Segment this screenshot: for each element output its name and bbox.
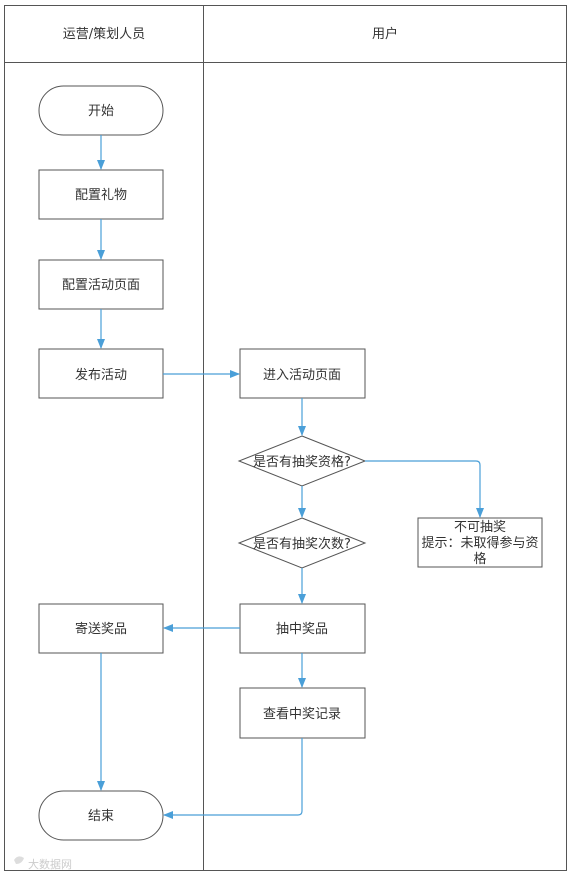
check-count-label: 是否有抽奖次数?	[253, 536, 351, 552]
view-record-node: 查看中奖记录	[239, 687, 366, 739]
watermark-text: 大数据网	[28, 857, 72, 871]
enter-page-label: 进入活动页面	[263, 368, 341, 383]
publish-node: 发布活动	[38, 348, 164, 399]
lane-header-ops: 运营/策划人员	[63, 26, 145, 42]
win-prize-node: 抽中奖品	[239, 603, 366, 654]
not-eligible-label-3: 格	[473, 551, 486, 567]
config-page-label: 配置活动页面	[62, 278, 140, 293]
not-eligible-label-1: 不可抽奖	[454, 520, 506, 535]
start-node: 开始	[38, 85, 164, 136]
connectors	[97, 135, 484, 819]
win-prize-label: 抽中奖品	[276, 622, 328, 637]
watermark-logo-icon	[14, 856, 24, 864]
swimlane-frame	[4, 5, 567, 871]
end-node: 结束	[38, 790, 164, 841]
config-page-node: 配置活动页面	[38, 259, 164, 310]
check-eligible-label: 是否有抽奖资格?	[253, 454, 351, 470]
lane-header-user: 用户	[372, 26, 398, 42]
end-label: 结束	[88, 809, 114, 824]
arrow-eligible-to-not-eligible	[365, 460, 484, 518]
not-eligible-label-2: 提示：未取得参与资	[421, 535, 538, 551]
check-count-decision: 是否有抽奖次数?	[237, 517, 367, 569]
not-eligible-node: 不可抽奖 提示：未取得参与资 格	[417, 517, 543, 568]
view-record-label: 查看中奖记录	[263, 706, 341, 722]
check-eligible-decision: 是否有抽奖资格?	[237, 435, 367, 487]
enter-page-node: 进入活动页面	[239, 348, 366, 399]
ship-prize-label: 寄送奖品	[75, 621, 127, 637]
publish-label: 发布活动	[75, 367, 127, 383]
ship-prize-node: 寄送奖品	[38, 603, 164, 654]
watermark: 大数据网	[14, 856, 72, 871]
arrow-record-to-end	[163, 738, 303, 819]
start-label: 开始	[88, 104, 114, 119]
config-gift-label: 配置礼物	[75, 187, 127, 203]
config-gift-node: 配置礼物	[38, 169, 164, 220]
